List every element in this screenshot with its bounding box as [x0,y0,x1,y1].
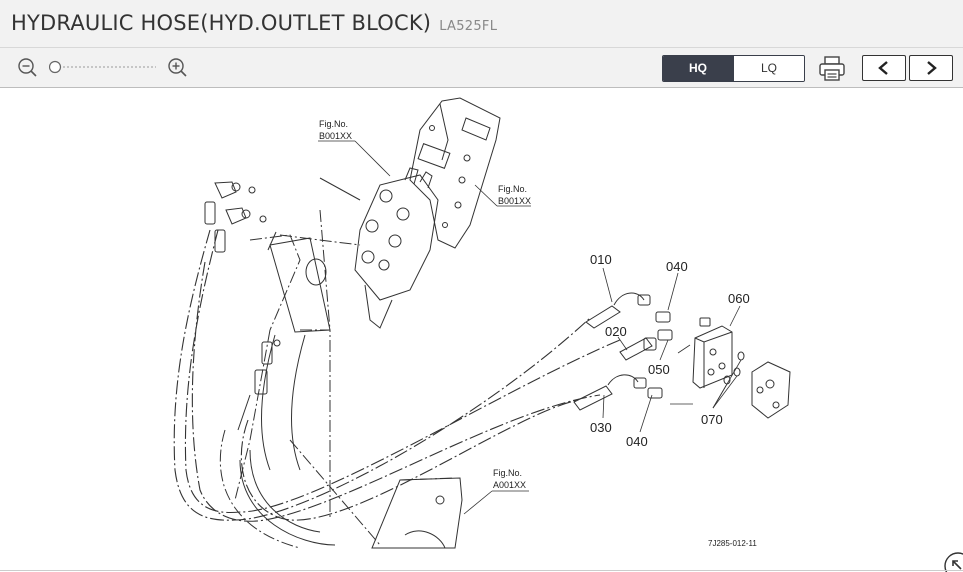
prev-page-button[interactable] [862,55,906,81]
fig-ref-2-line2[interactable]: B001XX [498,196,531,206]
part-label-070[interactable]: 070 [701,412,723,427]
zoom-slider[interactable] [49,60,159,74]
loader-arm [239,237,463,549]
hose-routing [173,229,621,522]
model-code: LA525FL [439,19,498,34]
lq-button[interactable]: LQ [733,56,804,81]
fig-ref-3-line2[interactable]: A001XX [493,480,526,490]
part-label-030[interactable]: 030 [590,420,612,435]
left-fittings [204,181,281,431]
fig-ref-3-line1: Fig.No. [493,468,522,478]
chevron-left-icon [878,61,888,75]
part-label-020[interactable]: 020 [605,324,627,339]
right-fittings [573,292,711,411]
leader-lines [318,140,742,515]
fig-ref-2-line1: Fig.No. [498,184,527,194]
hq-button[interactable]: HQ [663,56,733,81]
chevron-right-icon [927,61,937,75]
arrow-up-left-icon [952,560,962,570]
part-label-040-bottom[interactable]: 040 [626,434,648,449]
zoom-slider-handle [49,60,62,74]
valve-bracket [409,97,501,249]
part-label-010[interactable]: 010 [590,252,612,267]
zoom-out-icon[interactable] [16,56,38,78]
fig-ref-1-line1: Fig.No. [319,119,348,129]
fig-ref-1-line2[interactable]: B001XX [319,131,352,141]
parts-diagram: 010 040 060 020 050 070 030 040 Fig.No. … [173,97,963,572]
outlet-block [692,325,791,419]
zoom-in-icon[interactable] [166,56,188,78]
expand-corner-button[interactable] [944,552,963,572]
title-text: HYDRAULIC HOSE(HYD.OUTLET BLOCK) [11,11,432,35]
part-label-060[interactable]: 060 [728,291,750,306]
control-valve [319,167,439,329]
title-bar: HYDRAULIC HOSE(HYD.OUTLET BLOCK) LA525FL [0,0,963,48]
next-page-button[interactable] [909,55,953,81]
bottom-divider [0,570,963,571]
part-label-040-top[interactable]: 040 [666,259,688,274]
drawing-code: 7J285-012-11 [708,539,757,548]
page-title: HYDRAULIC HOSE(HYD.OUTLET BLOCK) LA525FL [11,11,497,35]
part-label-050[interactable]: 050 [648,362,670,377]
printer-icon[interactable] [818,55,846,82]
quality-toggle: HQ LQ [662,55,805,82]
